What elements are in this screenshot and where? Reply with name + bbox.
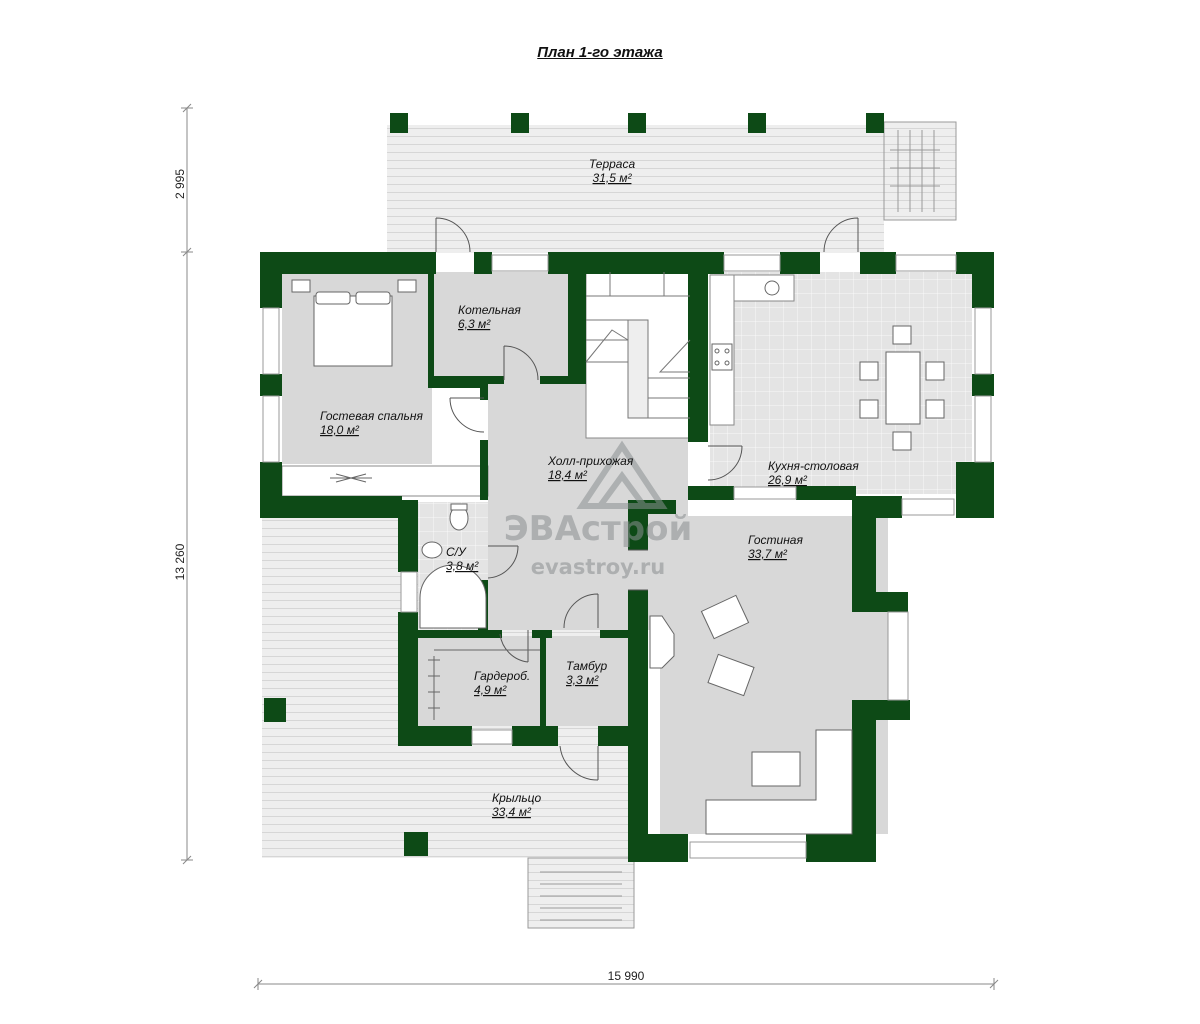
- wardrobe-floor: [418, 636, 542, 726]
- room-name-terrace: Терраса: [589, 157, 636, 171]
- dim-total-width: 15 990: [608, 969, 645, 983]
- plan-title: План 1-го этажа: [537, 44, 663, 61]
- dim-terrace-depth: 2 995: [173, 169, 187, 199]
- doors: [435, 217, 859, 781]
- room-labels: Терраса 31,5 м² Котельная 6,3 м² Гостева…: [320, 157, 859, 819]
- vestibule-floor: [545, 636, 629, 726]
- terrace-floor: [387, 125, 884, 253]
- kitchen-floor: [710, 272, 972, 494]
- porch-steps: [527, 857, 635, 929]
- room-area-porch: 33,4 м²: [492, 805, 532, 819]
- corner-sofa: [705, 729, 853, 835]
- room-area-wardrobe: 4,9 м²: [474, 683, 507, 697]
- room-area-living: 33,7 м²: [748, 547, 788, 561]
- room-name-wardrobe: Гардероб.: [474, 669, 530, 683]
- watermark-site: evastroy.ru: [531, 555, 665, 579]
- double-bed: [313, 295, 393, 367]
- watermark: ЭВАстрой evastroy.ru: [504, 440, 693, 579]
- furniture: [291, 279, 945, 835]
- terrace-steps-lines: [890, 130, 940, 212]
- room-name-living: Гостиная: [748, 533, 803, 547]
- porch-steps-lines: [540, 871, 622, 921]
- room-area-terrace: 31,5 м²: [593, 171, 633, 185]
- room-name-guest-bedroom: Гостевая спальня: [320, 409, 423, 423]
- bedroom-wardrobe: [281, 465, 489, 497]
- walls: [260, 113, 994, 862]
- windows: [262, 254, 992, 859]
- room-area-boiler: 6,3 м²: [458, 317, 491, 331]
- dimension-values: 2 995 13 260 15 990: [173, 169, 645, 983]
- fireplace: [649, 615, 675, 669]
- coffee-table: [751, 751, 801, 787]
- room-area-kitchen: 26,9 м²: [767, 473, 808, 487]
- sink: [421, 541, 443, 559]
- room-area-hall: 18,4 м²: [548, 468, 588, 482]
- room-name-vestibule: Тамбур: [566, 659, 607, 673]
- room-area-guest-bedroom: 18,0 м²: [320, 423, 360, 437]
- room-area-bathroom: 3,8 м²: [446, 559, 479, 573]
- dimension-lines: [181, 103, 999, 990]
- watermark-brand: ЭВАстрой: [504, 509, 693, 549]
- room-name-porch: Крыльцо: [492, 791, 542, 805]
- kitchen-counter-top: [733, 274, 795, 302]
- dining-table: [885, 351, 921, 425]
- dim-total-depth: 13 260: [173, 543, 187, 580]
- stairs: [585, 272, 691, 419]
- room-name-boiler: Котельная: [458, 303, 521, 317]
- boiler-floor: [430, 272, 570, 380]
- room-name-bathroom: С/У: [446, 545, 467, 559]
- room-name-hall: Холл-прихожая: [547, 454, 634, 468]
- room-name-kitchen: Кухня-столовая: [768, 459, 859, 473]
- terrace-steps: [883, 121, 957, 221]
- shower-tray: [419, 564, 487, 629]
- watermark-logo-icon: [576, 440, 668, 509]
- room-area-vestibule: 3,3 м²: [566, 673, 599, 687]
